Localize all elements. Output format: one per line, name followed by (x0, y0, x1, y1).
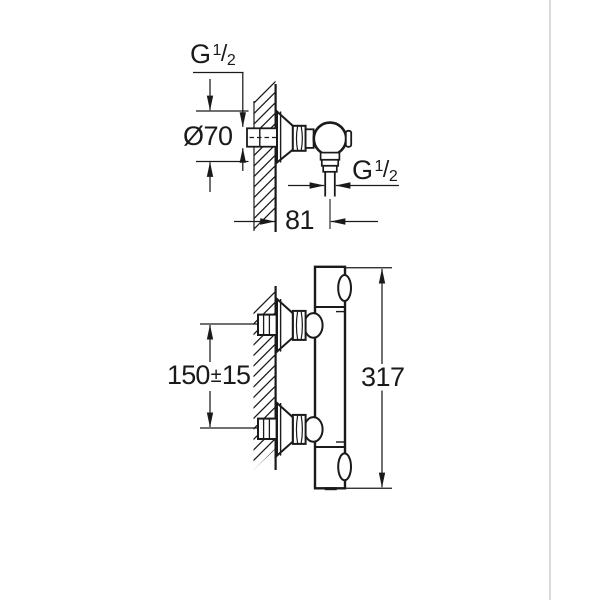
spacing-value: 150 (167, 360, 210, 390)
thread-denominator: 2 (226, 52, 236, 69)
dim-diameter-70 (196, 79, 249, 192)
hex-nut (291, 124, 307, 152)
overall-height-label: 317 (361, 362, 405, 392)
base-detail (324, 487, 337, 491)
thread-prefix: G (190, 39, 211, 69)
wall-hatch-front (253, 286, 276, 470)
plus-minus-sign: ± (210, 365, 222, 387)
dim-spacing-150 (200, 323, 259, 429)
mixer-body (313, 265, 347, 490)
wall-hatch (253, 79, 276, 232)
outlet-union (319, 151, 341, 197)
inlet-spacing-label: 150±15 (167, 360, 251, 392)
escutcheon (276, 109, 294, 165)
front-view (200, 265, 392, 491)
thread-prefix: G (352, 155, 373, 185)
upper-inlet (257, 296, 324, 354)
wall-offset-label: 81 (285, 205, 315, 235)
top-handle-knob (337, 274, 353, 302)
top-view (193, 71, 399, 232)
connector-collar (304, 128, 315, 149)
valve-body (312, 121, 348, 157)
thread-numerator: 1 (374, 158, 384, 175)
dim-thread-top (193, 71, 247, 171)
supply-pipe (246, 127, 278, 148)
diameter-label: Ø70 (183, 121, 233, 151)
dim-offset-81 (234, 199, 378, 229)
thread-numerator: 1 (212, 42, 222, 59)
thread-slash: / (220, 40, 227, 66)
card-right-border (549, 0, 551, 600)
thread-denominator: 2 (388, 168, 398, 185)
lower-inlet (257, 400, 324, 458)
spacing-tolerance: 15 (221, 360, 251, 390)
dim-height-317 (346, 267, 392, 489)
valve-cap (344, 129, 353, 148)
bottom-handle-knob (337, 452, 353, 482)
thread-slash: / (382, 156, 389, 182)
